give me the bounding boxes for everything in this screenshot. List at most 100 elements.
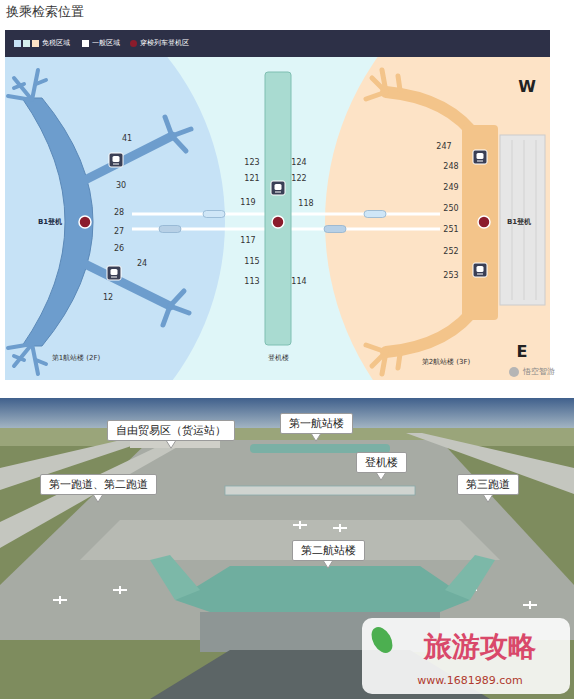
gate-number: 27 <box>114 227 124 236</box>
shuttle-train <box>159 226 181 233</box>
callout-box: 登机楼 <box>356 452 407 473</box>
terminal2-wing-photo <box>445 555 495 600</box>
terminal2-forecourt <box>500 135 545 305</box>
shuttle-train <box>364 211 386 218</box>
callout-box: 自由贸易区（货运站） <box>107 420 235 441</box>
gate-number: 41 <box>122 134 132 143</box>
concourse-photo <box>225 486 415 495</box>
cargo-area <box>130 440 220 448</box>
plane <box>333 524 347 532</box>
pier-finger <box>163 306 170 325</box>
gate-number: 117 <box>240 236 255 245</box>
gate-number: 28 <box>114 208 124 217</box>
gate-number: 249 <box>443 183 458 192</box>
gate-number: 115 <box>244 257 259 266</box>
terminal2-roof <box>175 566 470 612</box>
legend-text: 一般区域 <box>92 39 120 47</box>
legend-swatch <box>82 40 89 47</box>
plane <box>113 586 127 594</box>
gate-number: 26 <box>114 244 124 253</box>
apron-inner <box>80 520 500 560</box>
terminal1-body <box>22 98 93 346</box>
boarding-label: B1登机 <box>507 218 531 226</box>
terminal1-finger <box>36 360 46 364</box>
terminal2-finger <box>366 92 386 99</box>
transfer-icon <box>109 153 123 167</box>
legend-text: 免税区域 <box>42 39 70 47</box>
gate-number: 24 <box>137 259 147 268</box>
terminal-label: 第1航站楼 (2F) <box>52 354 101 362</box>
transfer-icon <box>107 266 121 280</box>
shuttle-boarding-dot <box>79 216 91 228</box>
transfer-icon-glyph <box>477 161 483 162</box>
transfer-icon-glyph <box>477 274 483 275</box>
gate-number: 124 <box>291 158 306 167</box>
boarding-label: B1登机 <box>38 218 62 226</box>
map-regions <box>5 57 550 380</box>
plane <box>523 601 537 609</box>
gate-number: 252 <box>443 247 458 256</box>
apron <box>0 440 574 640</box>
gate-number: 113 <box>244 277 259 286</box>
callout-text: 第三跑道 <box>466 478 510 491</box>
gate-number: 251 <box>443 225 458 234</box>
shuttle-track <box>132 213 265 216</box>
pier-finger <box>165 117 172 136</box>
pier-finger <box>172 129 191 136</box>
transfer-icon-glyph <box>477 153 484 159</box>
terminal1-pier <box>85 264 170 306</box>
callout-box: 第一航站楼 <box>280 413 353 434</box>
watermark: 旅游攻略 <box>424 631 536 663</box>
legend-swatch <box>14 40 21 47</box>
gate-number: 30 <box>116 181 126 190</box>
ground <box>0 428 574 699</box>
callout-pointer <box>311 433 321 441</box>
shuttle-train <box>324 226 346 233</box>
shuttle-boarding-dot <box>478 216 490 228</box>
callout-pointer <box>376 472 386 480</box>
callout-pointer <box>483 494 493 502</box>
watermark-icon <box>509 367 519 377</box>
transfer-icon-glyph <box>111 277 117 278</box>
plane <box>53 596 67 604</box>
transfer-icon-glyph <box>113 164 119 165</box>
pier-finger <box>170 291 184 306</box>
legend-swatch <box>130 40 137 47</box>
transfer-icon-glyph <box>275 184 282 190</box>
concourse-building <box>265 72 291 345</box>
title: 换乘检索位置 <box>6 5 84 20</box>
callout-pointer <box>166 440 176 448</box>
terminal1-finger <box>8 96 32 100</box>
compass-letter: W <box>518 78 536 96</box>
terminal2-finger <box>398 354 400 368</box>
shuttle-boarding-dot <box>272 216 284 228</box>
transfer-icon-glyph <box>477 266 484 272</box>
callout-box: 第二航站楼 <box>292 540 365 561</box>
pier-finger <box>170 306 189 313</box>
gate-number: 122 <box>291 174 306 183</box>
terminal1-finger <box>14 356 24 360</box>
terminal2-region <box>325 57 550 380</box>
shuttle-train <box>203 211 225 218</box>
terminal2-body <box>462 125 498 320</box>
terminal1-finger <box>8 344 32 348</box>
terminal2-finger <box>398 76 400 90</box>
gate-number: 114 <box>291 277 306 286</box>
forecourt-line <box>536 140 537 300</box>
legend-extra-swatch <box>23 40 30 47</box>
plane <box>293 521 307 529</box>
watermark: www.1681989.com <box>417 675 522 688</box>
legend-text: 穿梭列车登机区 <box>140 39 189 47</box>
transfer-icon-glyph <box>275 192 281 193</box>
transfer-icon-glyph <box>111 269 118 275</box>
gate-number: 118 <box>298 199 313 208</box>
gate-number: 12 <box>103 293 113 302</box>
callout-pointer <box>93 494 103 502</box>
shuttle-track <box>291 228 440 231</box>
legend-bar <box>5 30 550 57</box>
terminal1-finger <box>14 84 24 88</box>
pier-finger <box>172 136 186 151</box>
callout-text: 自由贸易区（货运站） <box>116 424 226 437</box>
callout-text: 登机楼 <box>365 456 398 469</box>
